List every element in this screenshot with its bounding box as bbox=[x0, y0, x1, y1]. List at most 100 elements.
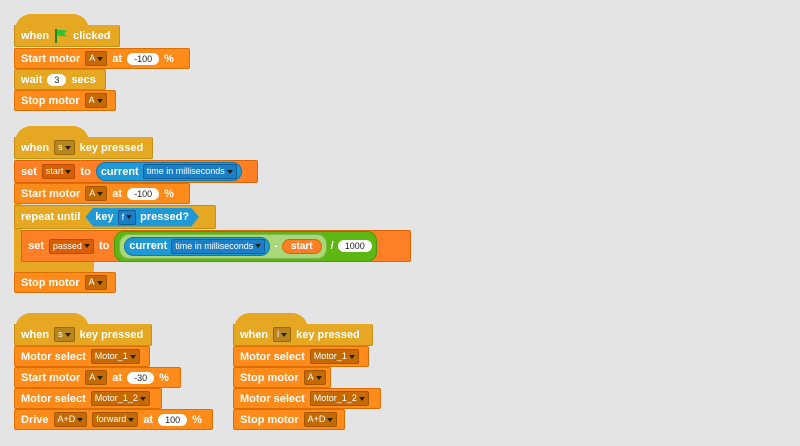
subtract-operator[interactable]: current time in milliseconds - start bbox=[119, 233, 327, 259]
key-dropdown[interactable]: f bbox=[118, 210, 137, 225]
stop-motor-block[interactable]: Stop motor A bbox=[233, 367, 331, 388]
motor-dropdown[interactable]: Motor_1 bbox=[309, 349, 359, 364]
divide-operator[interactable]: current time in milliseconds - start / 1… bbox=[114, 230, 377, 262]
dropdown-value: A bbox=[89, 53, 96, 63]
sensor-dropdown[interactable]: time in milliseconds bbox=[142, 164, 237, 179]
motor-dropdown[interactable]: A+D bbox=[303, 412, 338, 427]
block-label: Stop motor bbox=[21, 94, 80, 107]
chevron-down-icon bbox=[83, 244, 90, 248]
chevron-down-icon bbox=[126, 215, 132, 219]
key-dropdown[interactable]: s bbox=[54, 140, 75, 155]
reporter-label: current bbox=[100, 165, 139, 178]
power-input[interactable]: 100 bbox=[158, 413, 188, 426]
dropdown-value: s bbox=[58, 329, 63, 339]
dropdown-value: Motor_1_2 bbox=[94, 393, 138, 403]
current-sensor-reporter[interactable]: current time in milliseconds bbox=[124, 236, 271, 256]
power-input[interactable]: -100 bbox=[127, 187, 160, 200]
key-pressed-label: key pressed bbox=[79, 141, 144, 154]
dropdown-value: Motor_1 bbox=[94, 351, 128, 361]
key-pressed-condition[interactable]: key f pressed? bbox=[85, 208, 199, 227]
dropdown-value: passed bbox=[52, 240, 82, 251]
variable-dropdown[interactable]: passed bbox=[48, 238, 94, 254]
motor-dropdown[interactable]: A bbox=[84, 93, 107, 108]
key-label: key bbox=[95, 211, 114, 223]
drive-block[interactable]: Drive A+D forward at 100 % bbox=[14, 409, 213, 430]
motor-dropdown[interactable]: A bbox=[84, 275, 107, 290]
when-key-pressed-block[interactable]: when l key pressed bbox=[233, 324, 373, 346]
chevron-down-icon bbox=[97, 375, 104, 380]
dropdown-value: A bbox=[89, 372, 96, 382]
chevron-down-icon bbox=[327, 417, 334, 422]
motor-dropdown[interactable]: Motor_1_2 bbox=[309, 391, 369, 406]
set-variable-block[interactable]: set passed to current time in millisecon… bbox=[21, 230, 411, 262]
motor-select-block[interactable]: Motor select Motor_1_2 bbox=[14, 388, 162, 409]
unit-label: % bbox=[164, 52, 174, 65]
at-label: at bbox=[143, 413, 154, 426]
repeat-until-block[interactable]: repeat until key f pressed? bbox=[14, 205, 216, 229]
power-input[interactable]: -100 bbox=[127, 52, 160, 65]
motors-dropdown[interactable]: A+D bbox=[53, 412, 88, 427]
stop-motor-block[interactable]: Stop motor A bbox=[14, 272, 116, 293]
chevron-down-icon bbox=[64, 332, 71, 337]
when-key-pressed-block[interactable]: when s key pressed bbox=[14, 137, 153, 159]
motor-dropdown[interactable]: Motor_1 bbox=[90, 349, 140, 364]
set-variable-block[interactable]: set start to current time in millisecond… bbox=[14, 160, 258, 183]
chevron-down-icon bbox=[358, 396, 365, 401]
at-label: at bbox=[112, 371, 123, 384]
dropdown-value: time in milliseconds bbox=[175, 240, 254, 251]
key-dropdown[interactable]: l bbox=[273, 327, 292, 342]
block-label: Start motor bbox=[21, 187, 81, 200]
motor-select-block[interactable]: Motor select Motor_1 bbox=[233, 346, 369, 367]
unit-label: secs bbox=[71, 73, 96, 86]
divide-label: / bbox=[330, 240, 334, 252]
start-motor-block[interactable]: Start motor A at -30 % bbox=[14, 367, 181, 388]
unit-label: % bbox=[159, 371, 169, 384]
dropdown-value: l bbox=[277, 329, 280, 339]
chevron-down-icon bbox=[255, 244, 262, 248]
pressed-label: pressed? bbox=[140, 211, 190, 223]
sensor-dropdown[interactable]: time in milliseconds bbox=[171, 238, 266, 254]
key-dropdown[interactable]: s bbox=[54, 327, 75, 342]
wait-block[interactable]: wait 3 secs bbox=[14, 69, 106, 90]
key-pressed-label: key pressed bbox=[79, 328, 144, 341]
when-label: when bbox=[240, 328, 269, 341]
motor-dropdown[interactable]: A bbox=[85, 51, 108, 66]
start-motor-block[interactable]: Start motor A at -100 % bbox=[14, 183, 190, 204]
chevron-down-icon bbox=[96, 280, 103, 285]
block-label: Stop motor bbox=[240, 413, 299, 426]
direction-dropdown[interactable]: forward bbox=[92, 412, 139, 427]
start-motor-block[interactable]: Start motor A at -100 % bbox=[14, 48, 190, 69]
power-input[interactable]: -30 bbox=[127, 371, 155, 384]
chevron-down-icon bbox=[97, 56, 104, 61]
motor-dropdown[interactable]: A bbox=[85, 370, 108, 385]
chevron-down-icon bbox=[97, 191, 104, 196]
current-sensor-reporter[interactable]: current time in milliseconds bbox=[95, 162, 242, 181]
green-flag-icon bbox=[54, 28, 68, 43]
divisor-input[interactable]: 1000 bbox=[337, 240, 372, 252]
seconds-input[interactable]: 3 bbox=[47, 73, 67, 86]
motor-dropdown[interactable]: A bbox=[303, 370, 326, 385]
motor-select-block[interactable]: Motor select Motor_1_2 bbox=[233, 388, 381, 409]
block-label: Motor select bbox=[240, 392, 305, 405]
chevron-down-icon bbox=[65, 169, 72, 174]
stop-motor-block[interactable]: Stop motor A bbox=[14, 90, 116, 111]
block-label: Start motor bbox=[21, 371, 81, 384]
motor-select-block[interactable]: Motor select Motor_1 bbox=[14, 346, 150, 367]
when-key-pressed-block[interactable]: when s key pressed bbox=[14, 324, 152, 346]
stop-motor-block[interactable]: Stop motor A+D bbox=[233, 409, 345, 430]
start-variable-reporter[interactable]: start bbox=[281, 238, 322, 254]
dropdown-value: forward bbox=[96, 414, 127, 424]
when-flag-clicked-block[interactable]: when clicked bbox=[14, 25, 120, 47]
motor-dropdown[interactable]: Motor_1_2 bbox=[90, 391, 150, 406]
dropdown-value: A+D bbox=[57, 414, 76, 424]
block-label: repeat until bbox=[21, 211, 81, 223]
block-label: Motor select bbox=[21, 350, 86, 363]
dropdown-value: A bbox=[88, 277, 95, 287]
unit-label: % bbox=[164, 187, 174, 200]
block-label: wait bbox=[21, 73, 43, 86]
motor-dropdown[interactable]: A bbox=[85, 186, 108, 201]
at-label: at bbox=[112, 52, 123, 65]
variable-dropdown[interactable]: start bbox=[41, 164, 76, 179]
minus-label: - bbox=[274, 240, 278, 252]
clicked-label: clicked bbox=[73, 29, 111, 42]
